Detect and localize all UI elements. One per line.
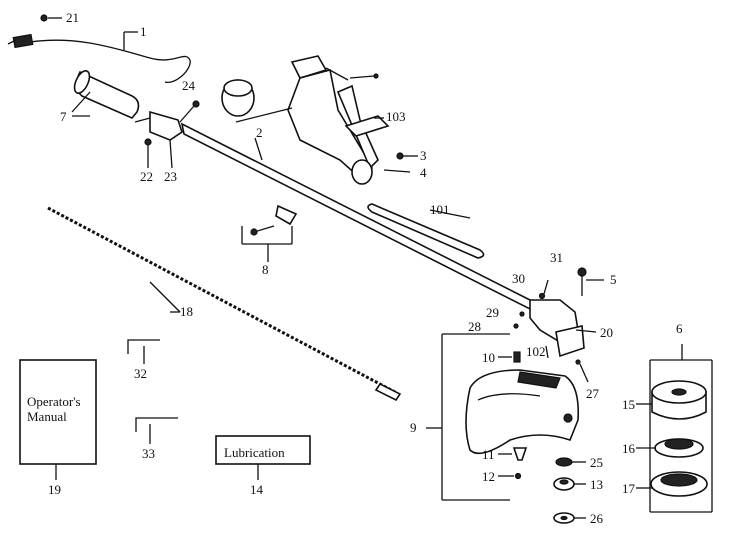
label-3: 3 (420, 148, 427, 163)
leader-lines (72, 31, 549, 359)
lubrication: Lubrication (215, 435, 311, 480)
handle-ring (221, 79, 255, 117)
label-24: 24 (182, 78, 196, 93)
label-21: 21 (66, 10, 79, 25)
label-1: 1 (140, 24, 147, 39)
spindle-parts (553, 457, 586, 524)
label-16: 16 (622, 441, 636, 456)
label-23: 23 (164, 169, 177, 184)
label-22: 22 (140, 169, 153, 184)
label-17: 17 (622, 481, 636, 496)
label-7: 7 (60, 109, 67, 124)
label-26: 26 (590, 511, 604, 526)
label-103: 103 (386, 109, 406, 124)
label-9: 9 (410, 420, 417, 435)
operators-manual: Operator's Manual (19, 359, 97, 480)
throttle-cable (7, 14, 191, 83)
decal-103 (344, 115, 390, 137)
label-102: 102 (526, 344, 546, 359)
tools (127, 339, 178, 444)
label-8: 8 (262, 262, 269, 277)
label-10: 10 (482, 350, 495, 365)
manual-label-line2: Manual (27, 409, 67, 424)
label-19: 19 (48, 482, 61, 497)
lubrication-label: Lubrication (224, 445, 285, 460)
throttle-housing (134, 100, 200, 169)
handle-grip (71, 70, 140, 119)
label-2: 2 (256, 125, 263, 140)
label-11: 11 (482, 447, 495, 462)
label-6: 6 (676, 321, 683, 336)
label-25: 25 (590, 455, 603, 470)
shaft-decal-101 (367, 203, 485, 259)
label-12: 12 (482, 469, 495, 484)
gearhead (513, 267, 604, 383)
label-31: 31 (550, 250, 563, 265)
label-32: 32 (134, 366, 147, 381)
label-101: 101 (430, 202, 450, 217)
label-4: 4 (420, 165, 427, 180)
trimmer-head (636, 344, 713, 513)
label-27: 27 (586, 386, 600, 401)
debris-guard (426, 333, 580, 501)
label-14: 14 (250, 482, 264, 497)
label-5: 5 (610, 272, 617, 287)
label-33: 33 (142, 446, 155, 461)
label-13: 13 (590, 477, 603, 492)
label-29: 29 (486, 305, 499, 320)
label-28: 28 (468, 319, 481, 334)
part-number-labels: 21 1 7 24 22 23 2 103 3 4 101 8 18 31 30… (48, 10, 683, 526)
label-18: 18 (180, 304, 193, 319)
label-30: 30 (512, 271, 525, 286)
manual-label-line1: Operator's (27, 394, 81, 409)
drive-cable (47, 206, 402, 402)
label-20: 20 (600, 325, 613, 340)
clamp-hardware (241, 204, 298, 262)
label-15: 15 (622, 397, 635, 412)
